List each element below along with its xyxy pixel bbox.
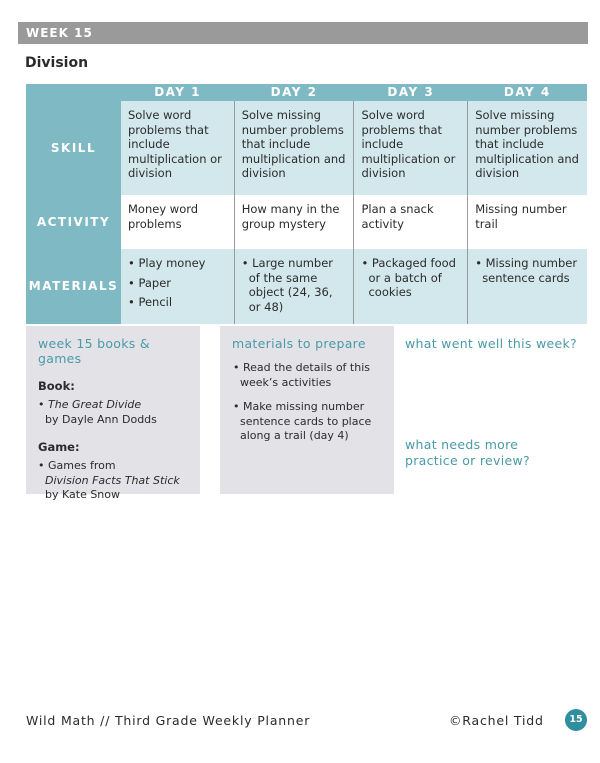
materials-cell: • Packaged food or a batch of cookies xyxy=(353,249,468,324)
materials-item: • Packaged food or a batch of cookies xyxy=(361,256,456,299)
activity-cell: How many in the group mystery xyxy=(233,195,354,249)
weekly-plan-table: DAY 1 DAY 2 DAY 3 DAY 4 SKILL Solve word… xyxy=(26,84,587,324)
page-number-badge: 15 xyxy=(565,709,587,731)
prepare-title: materials to prepare xyxy=(232,336,366,351)
needs-practice-line: practice or review? xyxy=(405,452,530,468)
needs-practice-prompt: what needs more practice or review? xyxy=(405,437,530,468)
skill-cell: Solve missing number problems that inclu… xyxy=(467,101,587,195)
day-header: DAY 3 xyxy=(353,84,468,101)
day-header: DAY 4 xyxy=(467,84,587,101)
materials-item: • Paper xyxy=(128,275,172,290)
game-line: • Games from xyxy=(38,459,116,472)
activity-row: ACTIVITY Money word problems How many in… xyxy=(26,195,587,249)
activity-cell: Missing number trail xyxy=(467,195,587,249)
day-header-row: DAY 1 DAY 2 DAY 3 DAY 4 xyxy=(26,84,587,101)
week-banner: WEEK 15 xyxy=(18,22,588,44)
materials-cell: • Play money • Paper • Pencil xyxy=(121,249,235,324)
materials-item: • Large number of the same object (24, 3… xyxy=(241,256,334,314)
row-label-activity: ACTIVITY xyxy=(26,195,121,249)
bullet-glyph: • xyxy=(38,398,48,411)
materials-cell: • Large number of the same object (24, 3… xyxy=(233,249,354,324)
prepare-item: • Make missing number sentence cards to … xyxy=(233,400,372,442)
game-title: Division Facts That Stick xyxy=(45,473,180,487)
activity-cell: Plan a snack activity xyxy=(353,195,468,249)
day-header: DAY 2 xyxy=(234,84,354,101)
skill-row: SKILL Solve word problems that include m… xyxy=(26,101,587,195)
row-label-materials: MATERIALS xyxy=(26,249,121,324)
materials-item: • Missing number sentence cards xyxy=(475,256,578,285)
skill-cell: Solve missing number problems that inclu… xyxy=(233,101,354,195)
books-games-title: week 15 books & games xyxy=(38,336,150,366)
book-entry: • The Great Divide by Dayle Ann Dodds xyxy=(38,398,188,427)
book-heading: Book: xyxy=(38,379,75,393)
prepare-item: • Read the details of this week’s activi… xyxy=(233,361,370,389)
game-entry: • Games from Division Facts That Stick b… xyxy=(38,459,188,503)
book-title: The Great Divide xyxy=(48,398,142,411)
materials-to-prepare-box: materials to prepare • Read the details … xyxy=(220,326,394,494)
footer-title: Wild Math // Third Grade Weekly Planner xyxy=(26,713,311,728)
books-games-box: week 15 books & games Book: • The Great … xyxy=(26,326,200,501)
materials-cell: • Missing number sentence cards xyxy=(467,249,587,324)
table-corner xyxy=(26,84,121,101)
row-label-skill: SKILL xyxy=(26,101,121,195)
game-author: by Kate Snow xyxy=(45,488,121,501)
materials-row: MATERIALS • Play money • Paper • Pencil … xyxy=(26,249,587,324)
footer-copyright: ©Rachel Tidd xyxy=(449,713,544,728)
needs-practice-line: what needs more xyxy=(405,437,519,452)
skill-cell: Solve word problems that include multipl… xyxy=(353,101,468,195)
skill-cell: Solve word problems that include multipl… xyxy=(121,101,235,195)
went-well-prompt: what went well this week? xyxy=(405,336,577,351)
day-header: DAY 1 xyxy=(121,84,235,101)
materials-item: • Pencil xyxy=(128,295,173,309)
topic-title: Division xyxy=(25,55,89,71)
materials-item: • Play money xyxy=(128,256,206,270)
activity-cell: Money word problems xyxy=(121,195,235,249)
book-author: by Dayle Ann Dodds xyxy=(45,412,157,426)
week-label: WEEK 15 xyxy=(26,26,93,40)
game-heading: Game: xyxy=(38,440,80,454)
